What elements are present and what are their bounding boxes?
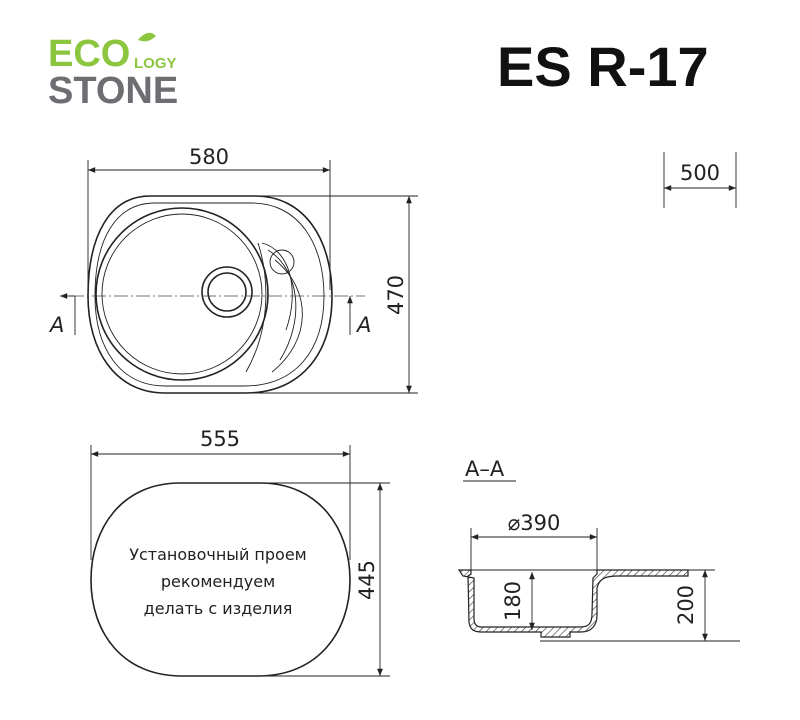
cutout-note-line-1: Установочный проем (129, 545, 307, 564)
drainboard-grooves (245, 242, 303, 373)
logo-eco-text: ECO (48, 33, 130, 75)
cabinet-label: 500 (680, 161, 720, 185)
sink-cross-section (457, 569, 689, 638)
leaf-icon (138, 32, 156, 42)
section-view: A–A ⌀390 180 200 (457, 457, 740, 642)
bowl-outer (95, 207, 269, 381)
sink-rim (94, 202, 325, 387)
height-label: 470 (384, 275, 408, 315)
cabinet-size: 500 (663, 152, 737, 208)
section-label-left: A (48, 313, 64, 337)
section-label-right: A (355, 313, 371, 337)
logo-stone-text: STONE (48, 70, 178, 112)
top-view: A A 580 470 (48, 145, 418, 394)
logo-logy-text: LOGY (134, 55, 177, 72)
bowl-inner (101, 213, 263, 375)
section-title: A–A (465, 457, 505, 481)
diameter-label: ⌀390 (508, 511, 561, 535)
cutout-width-label: 555 (200, 427, 240, 451)
cutout-view: 555 445 Установочный проем рекомендуем д… (90, 427, 390, 677)
depth-label: 180 (501, 581, 525, 621)
height-200-label: 200 (674, 585, 698, 625)
cutout-height-label: 445 (355, 560, 379, 600)
width-label: 580 (189, 145, 229, 169)
ecology-stone-logo: ECO LOGY STONE (48, 32, 178, 112)
drain-inner (207, 272, 247, 312)
cutout-note-line-2: рекомендуем (161, 572, 275, 591)
cutout-note-line-3: делать с изделия (144, 599, 293, 618)
model-title: ES R-17 (497, 35, 709, 98)
drain-outer (201, 266, 253, 318)
